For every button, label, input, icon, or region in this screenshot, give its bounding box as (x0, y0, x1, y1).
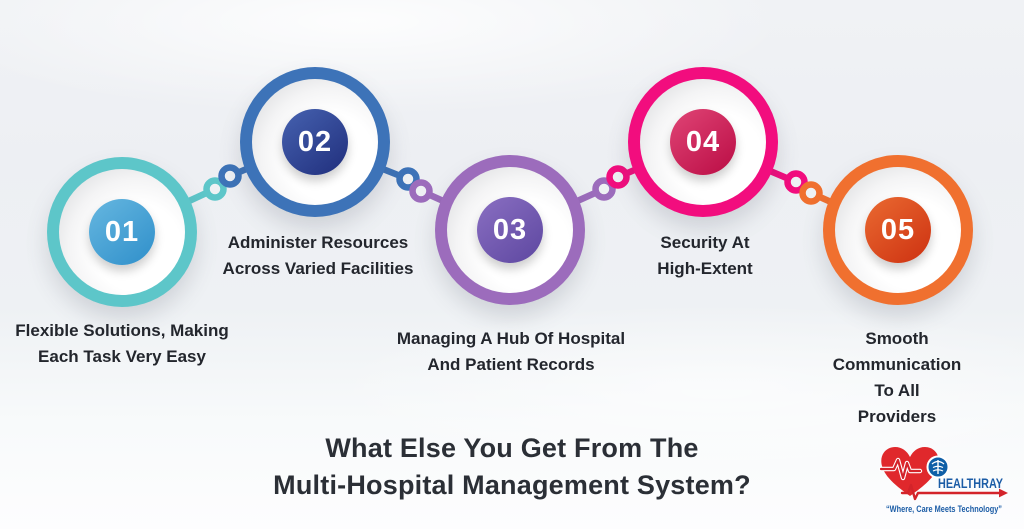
step-05-number: 05 (865, 197, 931, 263)
step-03-circle: 03 (435, 155, 585, 305)
healthray-logo-graphic: HEALTHRAY “Where, Care Meets Technology” (878, 447, 1008, 514)
chain-ring-icon (203, 177, 227, 201)
chain-ring-icon (784, 170, 808, 194)
step-02-number: 02 (282, 109, 348, 175)
step-04-label: Security At High-Extent (657, 233, 753, 278)
step-03-number: 03 (477, 197, 543, 263)
step-ring: 02 (240, 67, 390, 217)
step-04-number: 04 (670, 109, 736, 175)
step-disc: 02 (252, 79, 378, 205)
step-04-circle: 04 (628, 67, 778, 217)
step-05-circle: 05 (823, 155, 973, 305)
logo-arrow-icon (900, 483, 1001, 501)
step-01-circle: 01 (47, 157, 197, 307)
logo-ecg-icon (879, 458, 922, 480)
step-01-number: 01 (89, 199, 155, 265)
step-ring: 01 (47, 157, 197, 307)
step-ring: 03 (435, 155, 585, 305)
step-05-label: Smooth Communication To All Providers (832, 329, 962, 426)
logo-caduceus-wings-icon (931, 460, 945, 465)
page-title: What Else You Get From The Multi-Hospita… (273, 433, 751, 500)
logo-tagline: “Where, Care Meets Technology” (886, 504, 1002, 514)
chain-ring-icon (409, 179, 433, 203)
chain-ring-icon (218, 164, 242, 188)
healthray-logo: HEALTHRAY “Where, Care Meets Technology” (872, 436, 1020, 524)
logo-name: HEALTHRAY (938, 476, 1003, 491)
chain-ring-icon (606, 165, 630, 189)
chain-ring-icon (592, 177, 616, 201)
step-ring: 05 (823, 155, 973, 305)
logo-caduceus-snake-icon (932, 465, 944, 472)
chain-ring-icon (799, 181, 823, 205)
step-02-label: Administer Resources Across Varied Facil… (222, 233, 414, 278)
step-disc: 05 (835, 167, 961, 293)
step-disc: 01 (59, 169, 185, 295)
logo-caduceus-staff-icon (937, 460, 939, 474)
logo-arrowhead-icon (999, 488, 1008, 498)
step-02-circle: 02 (240, 67, 390, 217)
step-ring: 04 (628, 67, 778, 217)
step-03-label: Managing A Hub Of Hospital And Patient R… (396, 329, 626, 374)
step-disc: 04 (640, 79, 766, 205)
step-01-label: Flexible Solutions, Making Each Task Ver… (15, 321, 229, 366)
step-disc: 03 (447, 167, 573, 293)
